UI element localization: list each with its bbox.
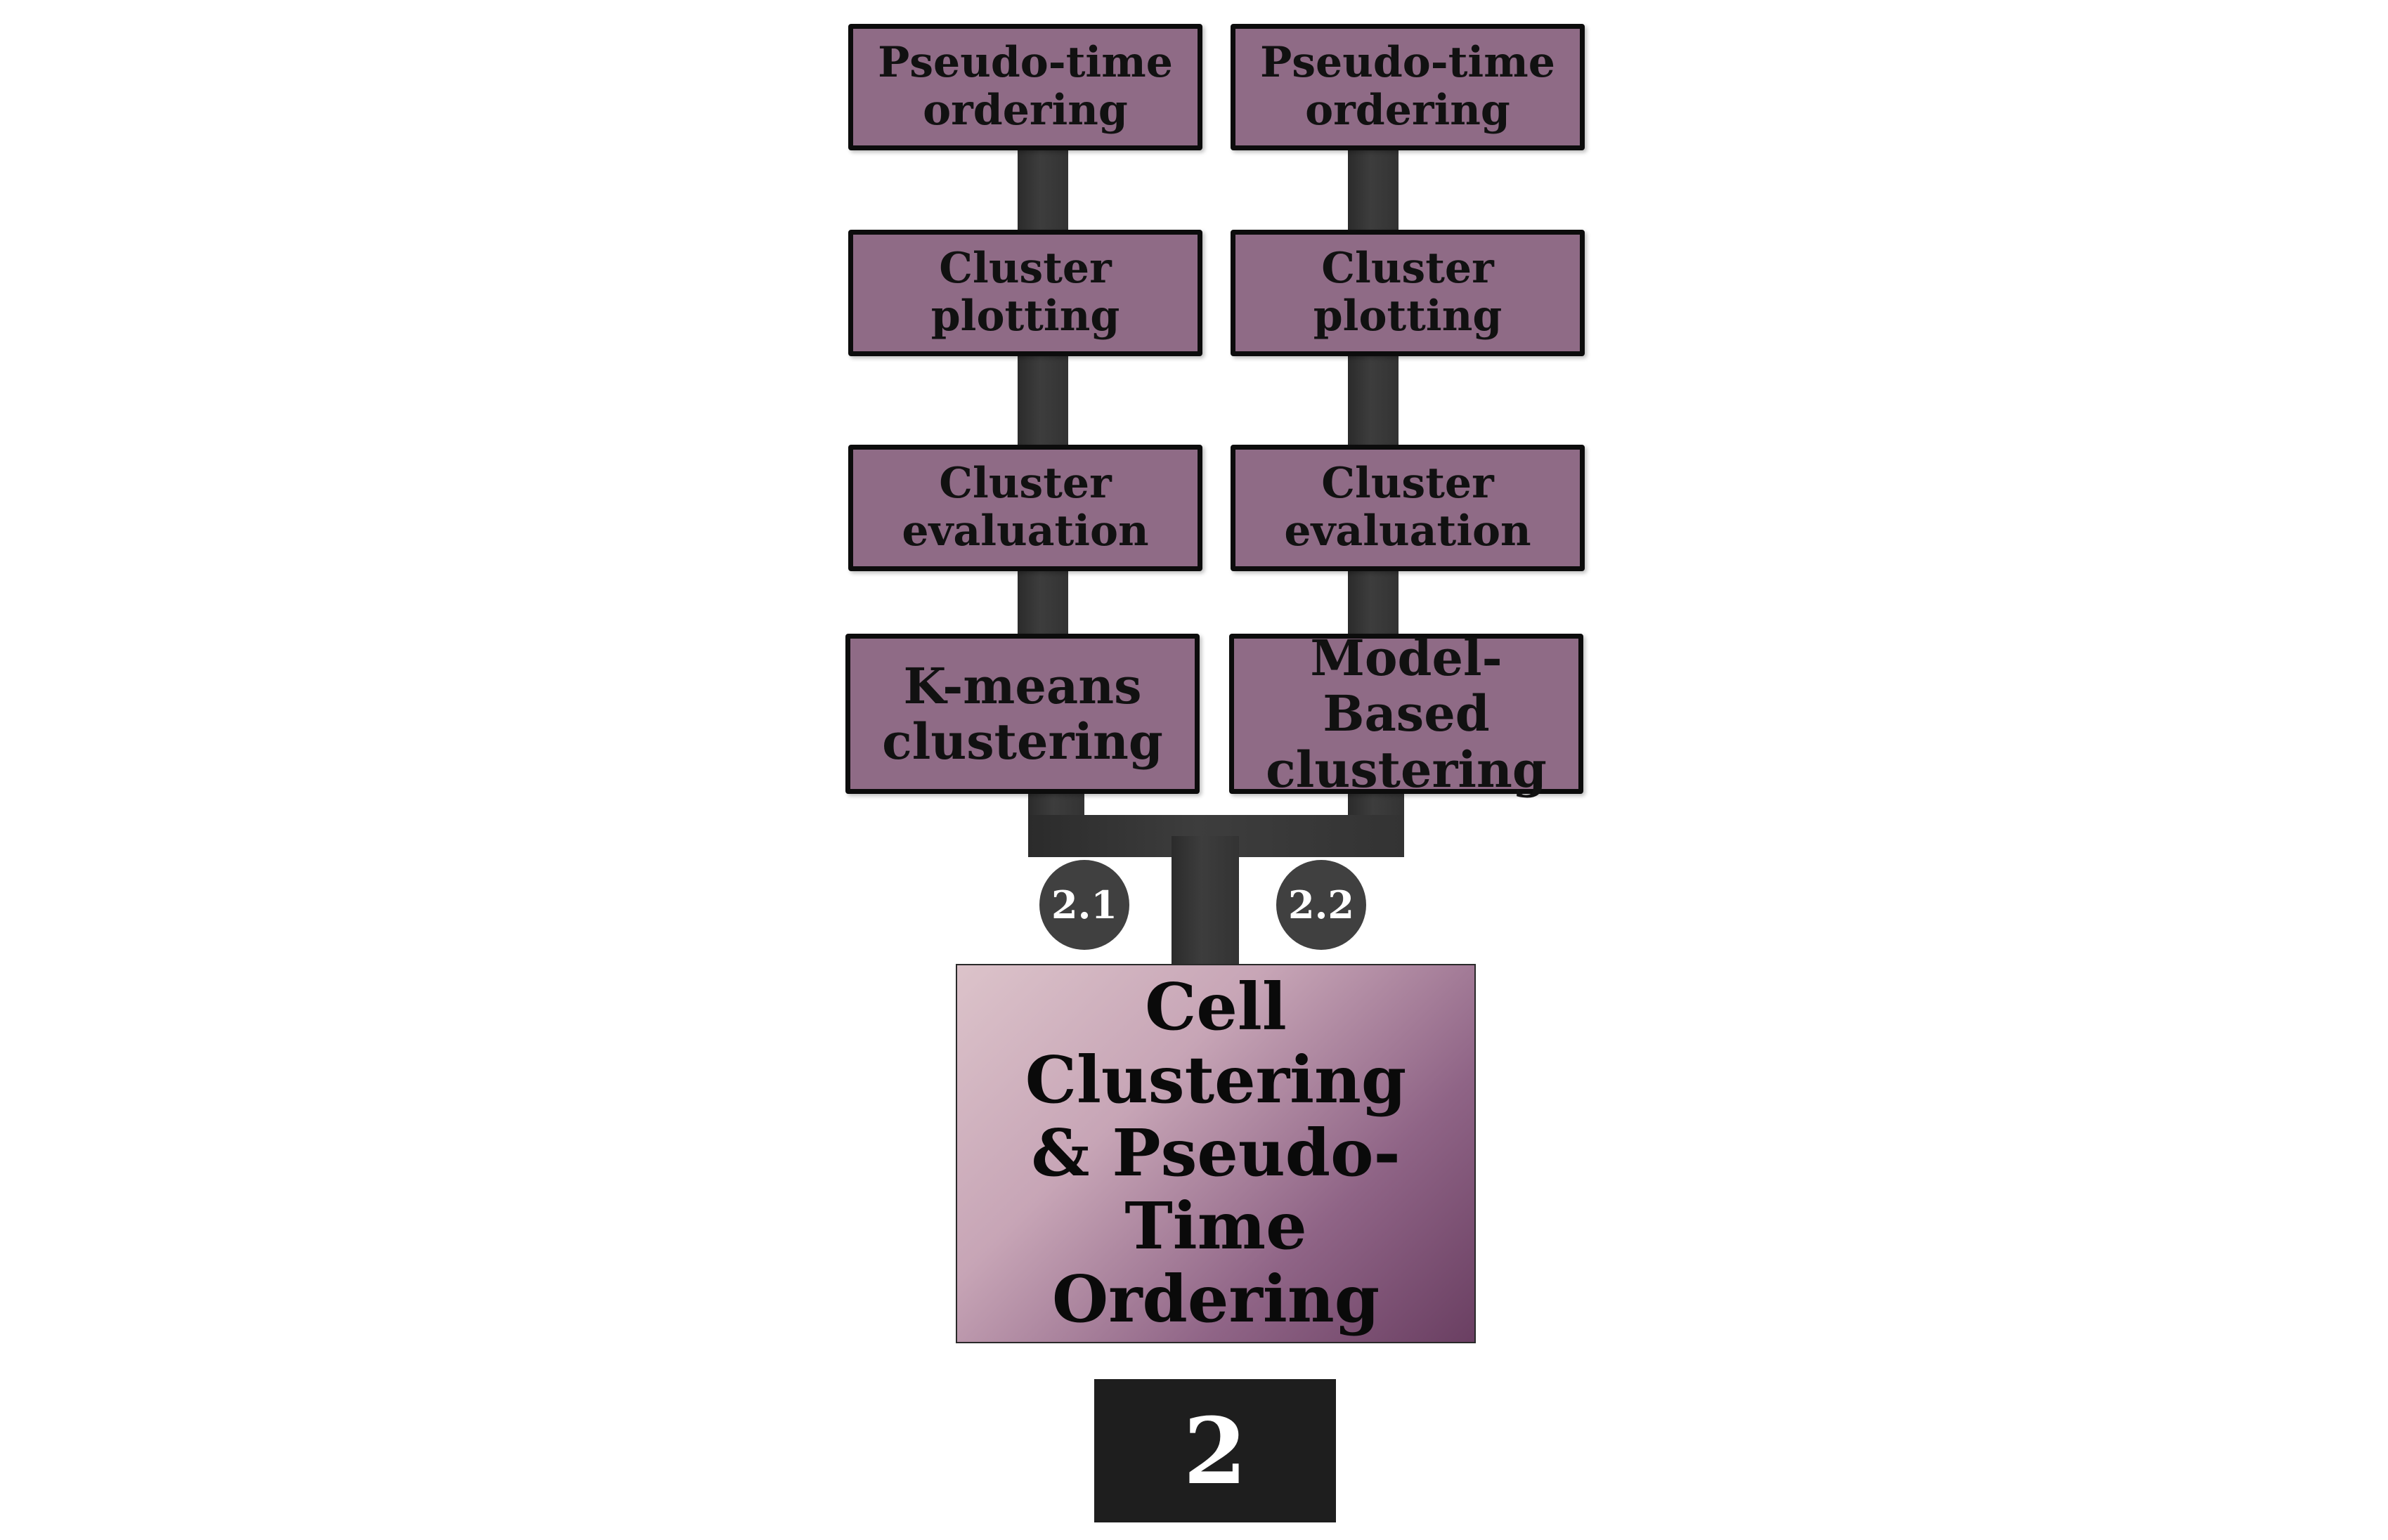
section-number-box: 2: [1094, 1379, 1336, 1522]
connector-right-1: [1348, 145, 1399, 233]
right-step-model-based-clustering: Model-Based clustering: [1229, 630, 1583, 797]
main-box-cell-clustering: Cell Clustering & Pseudo-Time Ordering: [956, 964, 1476, 1343]
badge-2-1: 2.1: [1039, 860, 1129, 950]
connector-right-2: [1348, 351, 1399, 448]
badge-2-2: 2.2: [1276, 860, 1366, 950]
right-step-cluster-evaluation: Cluster evaluation: [1231, 445, 1585, 571]
right-step-cluster-plotting: Cluster plotting: [1231, 230, 1585, 356]
left-step-pseudo-time-ordering: Pseudo-time ordering: [848, 24, 1202, 150]
connector-left-1: [1018, 145, 1068, 233]
left-step-kmeans-clustering: K-means clustering: [845, 634, 1200, 794]
connector-right-3: [1348, 567, 1399, 637]
left-step-cluster-evaluation: Cluster evaluation: [848, 445, 1202, 571]
fork-stem: [1172, 836, 1239, 966]
connector-left-3: [1018, 567, 1068, 637]
left-step-cluster-plotting: Cluster plotting: [848, 230, 1202, 356]
right-step-pseudo-time-ordering: Pseudo-time ordering: [1231, 24, 1585, 150]
connector-left-2: [1018, 351, 1068, 448]
